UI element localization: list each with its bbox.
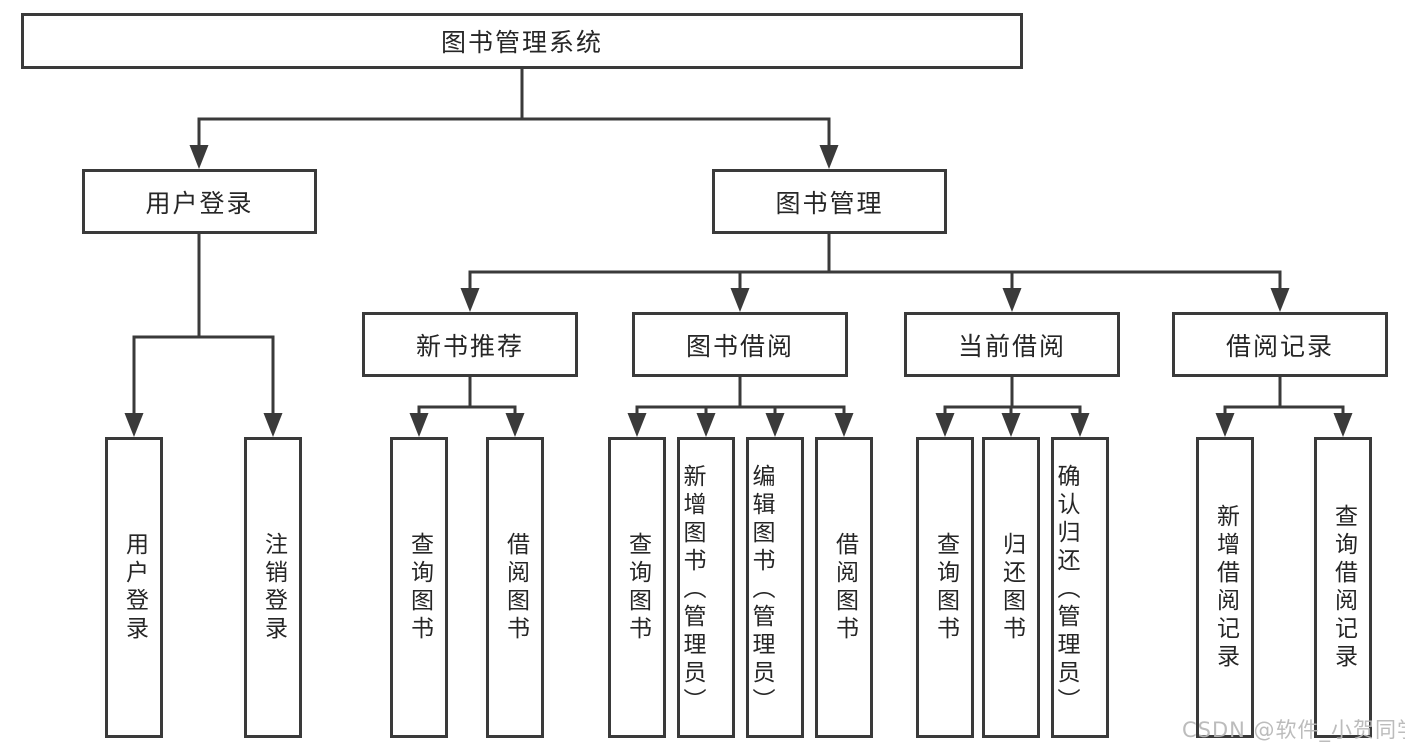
edge-newbooks-to-leaves (417, 377, 517, 418)
node-label: 图书管理系统 (440, 28, 603, 57)
edge-bookmgmt-to-level2 (468, 234, 1282, 293)
node-label: 查询图书 (624, 531, 651, 644)
node-label: 用户登录 (121, 531, 148, 644)
edge-userlogin-to-leaves (132, 234, 275, 418)
leaf-edit-books-admin: 编辑图书（管理员） (746, 437, 804, 738)
leaf-logout: 注销登录 (244, 437, 302, 738)
arrow-down-icon (834, 413, 854, 437)
node-label: 图书借阅 (685, 331, 794, 361)
node-label: 查询借阅记录 (1330, 503, 1357, 672)
edge-root-to-level1 (197, 69, 831, 150)
node-label: 新增图书（管理员） (679, 464, 705, 716)
arrow-down-icon (124, 413, 144, 437)
leaf-confirm-return-admin: 确认归还（管理员） (1051, 437, 1109, 738)
node-book-management: 图书管理 (712, 169, 947, 234)
node-user-login: 用户登录 (82, 169, 317, 234)
edge-records-to-leaves (1223, 377, 1345, 418)
node-label: 新增借阅记录 (1212, 503, 1239, 672)
node-label: 新书推荐 (415, 331, 524, 361)
edge-bookborrow-to-leaves (635, 377, 846, 418)
csdn-watermark: CSDN @软件_小贺同学 (1182, 718, 1405, 742)
arrow-down-icon (505, 413, 525, 437)
arrow-down-icon (1270, 288, 1290, 312)
node-current-borrow: 当前借阅 (904, 312, 1120, 377)
arrow-down-icon (1215, 413, 1235, 437)
node-label: 确认归还（管理员） (1053, 464, 1079, 716)
arrow-down-icon (460, 288, 480, 312)
node-label: 借阅记录 (1225, 331, 1334, 361)
edge-currentborrow-to-leaves (943, 377, 1082, 418)
arrow-down-icon (1001, 413, 1021, 437)
node-new-book-recommend: 新书推荐 (362, 312, 578, 377)
node-label: 注销登录 (260, 531, 287, 644)
leaf-add-books-admin: 新增图书（管理员） (677, 437, 735, 738)
arrow-down-icon (1002, 288, 1022, 312)
leaf-add-borrow-record: 新增借阅记录 (1196, 437, 1254, 738)
node-label: 图书管理 (775, 188, 884, 218)
arrow-down-icon (409, 413, 429, 437)
node-label: 查询图书 (932, 531, 959, 644)
arrow-down-icon (935, 413, 955, 437)
arrow-down-icon (730, 288, 750, 312)
arrow-down-icon (189, 145, 209, 169)
arrowheads (124, 145, 1353, 437)
leaf-borrow-books-1: 借阅图书 (486, 437, 544, 738)
leaf-return-books: 归还图书 (982, 437, 1040, 738)
arrow-down-icon (696, 413, 716, 437)
node-label: 查询图书 (406, 531, 433, 644)
leaf-query-books-1: 查询图书 (390, 437, 448, 738)
arrow-down-icon (1333, 413, 1353, 437)
node-label: 借阅图书 (831, 531, 858, 644)
node-label: 归还图书 (998, 531, 1025, 644)
node-borrow-records: 借阅记录 (1172, 312, 1388, 377)
leaf-borrow-books-2: 借阅图书 (815, 437, 873, 738)
leaf-query-books-3: 查询图书 (916, 437, 974, 738)
node-label: 用户登录 (145, 188, 254, 218)
node-label: 编辑图书（管理员） (748, 464, 774, 716)
arrow-down-icon (819, 145, 839, 169)
node-book-borrow: 图书借阅 (632, 312, 848, 377)
node-label: 借阅图书 (502, 531, 529, 644)
leaf-query-books-2: 查询图书 (608, 437, 666, 738)
leaf-query-borrow-record: 查询借阅记录 (1314, 437, 1372, 738)
arrow-down-icon (627, 413, 647, 437)
arrow-down-icon (1070, 413, 1090, 437)
node-label: 当前借阅 (957, 331, 1066, 361)
node-root: 图书管理系统 (21, 13, 1023, 69)
leaf-user-login: 用户登录 (105, 437, 163, 738)
arrow-down-icon (765, 413, 785, 437)
arrow-down-icon (263, 413, 283, 437)
